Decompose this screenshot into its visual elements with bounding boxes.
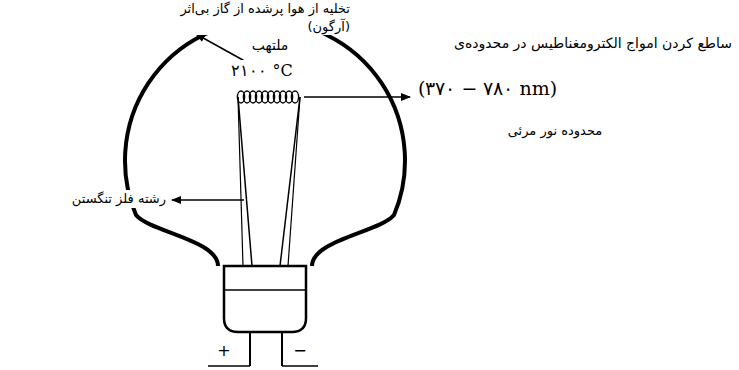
support-wire xyxy=(238,97,243,266)
lead-wire xyxy=(249,332,251,366)
visible-light-label: محدوده نور مرئی xyxy=(506,122,605,140)
positive-terminal: + xyxy=(215,340,232,362)
temperature-label: ۲۱۰۰ °C xyxy=(229,60,294,82)
tungsten-filament-coil xyxy=(237,91,298,103)
coil-turn xyxy=(291,91,298,103)
support-wire xyxy=(280,97,300,266)
wavelength-range: (۳۷۰ − ۷۸۰ nm) xyxy=(416,76,559,102)
state-label: ملتهب xyxy=(250,36,291,55)
emission-note: ساطع کردن امواج الکترومغناطیس در محدوده‌… xyxy=(452,34,734,53)
emission-arrow xyxy=(304,96,410,98)
terminal-line xyxy=(282,365,318,367)
glass-bulb xyxy=(125,21,405,266)
lead-wire xyxy=(281,332,283,366)
gas-note: تخلیه از هوا پرشده از گاز بی‌اثر (آرگون) xyxy=(158,0,352,35)
lamp-base xyxy=(224,266,306,332)
tungsten-wire-label: رشته فلز تنگستن xyxy=(70,190,168,208)
support-wire xyxy=(238,97,252,266)
support-wire xyxy=(288,97,300,266)
leader-arrow xyxy=(172,199,244,201)
negative-terminal: − xyxy=(291,340,308,362)
base-band xyxy=(224,289,306,291)
terminal-line xyxy=(208,365,250,367)
